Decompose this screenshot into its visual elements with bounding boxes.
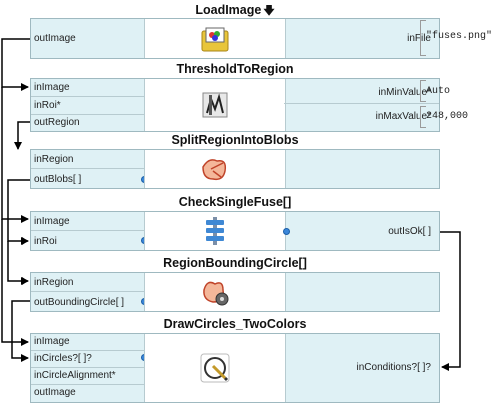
port-outimage[interactable]: outImage	[34, 387, 76, 398]
block-title-text: LoadImage	[195, 3, 262, 17]
block-drawcircles[interactable]: inImage inCircles?[ ]? inCircleAlignment…	[30, 333, 440, 403]
wire-loadimage-outimage	[1, 38, 30, 91]
block-title-loadimage: LoadImage🡇	[30, 2, 440, 21]
block-loadimage[interactable]: outImage inFile	[30, 18, 440, 59]
port-inimage[interactable]: inImage	[31, 213, 144, 231]
port-outboundingcircle[interactable]: outBoundingCircle[ ]	[34, 297, 125, 308]
port-outisok[interactable]: outIsOk[ ]	[388, 226, 431, 237]
port-inroi[interactable]: inRoi	[34, 236, 57, 247]
download-arrow-icon: 🡇	[263, 5, 275, 17]
port-incirclealignment[interactable]: inCircleAlignment*	[31, 368, 144, 385]
port-inroi[interactable]: inRoi*	[31, 97, 144, 115]
port-inconditions[interactable]: inConditions?[ ]?	[356, 362, 432, 373]
port-inregion[interactable]: inRegion	[31, 151, 144, 169]
folder-image-icon	[199, 23, 231, 55]
block-title-thresholdtoregion: ThresholdToRegion	[176, 62, 294, 76]
port-incircles[interactable]: inCircles?[ ]?	[31, 351, 144, 368]
port-outblobs[interactable]: outBlobs[ ]	[34, 174, 82, 185]
bounding-circle-icon	[199, 276, 231, 308]
port-outimage[interactable]: outImage	[34, 33, 76, 44]
block-regionboundingcircle[interactable]: inRegion outBoundingCircle[ ]	[30, 272, 440, 312]
port-outregion[interactable]: outRegion	[34, 117, 80, 128]
block-title-checksinglefuse: CheckSingleFuse[]	[178, 195, 292, 209]
block-title-regionboundingcircle: RegionBoundingCircle[]	[163, 256, 307, 270]
split-blobs-icon	[199, 153, 231, 185]
port-inregion[interactable]: inRegion	[31, 274, 144, 292]
value-infile[interactable]: "fuses.png"	[426, 31, 493, 42]
value-bracket	[420, 80, 426, 102]
port-inimage[interactable]: inImage	[31, 79, 144, 97]
wire-outisok-inconditions	[440, 231, 461, 371]
double-arrow-head	[22, 277, 28, 285]
port-infile[interactable]: inFile	[407, 33, 431, 44]
draw-circle-icon	[199, 352, 231, 384]
wire-loadimage-outimage-checkfuse	[1, 87, 29, 223]
wire-loadimage-outimage-draw	[1, 219, 29, 346]
block-icon-cell	[144, 150, 286, 188]
port-inminvalue[interactable]: inMinValue*	[284, 82, 439, 104]
block-icon-cell	[144, 79, 286, 131]
value-maxvalue[interactable]: 248,000	[426, 111, 469, 122]
threshold-icon	[199, 89, 231, 121]
block-checksinglefuse[interactable]: inImage inRoi outIsOk[ ]	[30, 211, 440, 251]
value-bracket	[420, 106, 426, 128]
wire-outboundingcircle-incircles	[11, 300, 30, 362]
block-icon-cell	[144, 212, 286, 250]
check-list-icon	[199, 215, 231, 247]
value-bracket	[420, 20, 426, 56]
block-title-splitregionintoblobs: SplitRegionIntoBlobs	[171, 133, 299, 147]
wire-outregion-inregion	[14, 121, 30, 150]
block-icon-cell	[144, 273, 286, 311]
double-arrow-head	[22, 237, 28, 245]
wire-outblobs-inregion	[7, 241, 29, 285]
port-dot	[283, 228, 290, 235]
port-inimage[interactable]: inImage	[31, 334, 144, 351]
block-splitregionintoblobs[interactable]: inRegion outBlobs[ ]	[30, 149, 440, 189]
port-inmaxvalue[interactable]: inMaxValue*	[375, 111, 431, 122]
block-thresholdtoregion[interactable]: inImage inRoi* outRegion inMinValue* inM…	[30, 78, 440, 132]
block-title-drawcircles: DrawCircles_TwoColors	[163, 317, 307, 331]
block-icon-cell	[144, 334, 286, 402]
wire-outblobs-inroi	[7, 179, 30, 245]
value-minvalue[interactable]: Auto	[426, 86, 451, 97]
block-icon-cell	[144, 19, 286, 58]
